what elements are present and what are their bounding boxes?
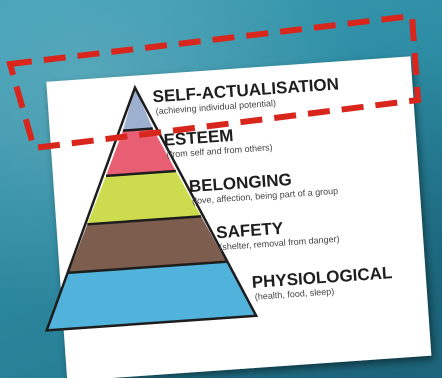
tier-physiological: [46, 261, 257, 331]
tier-belonging: [87, 171, 202, 225]
level-title-safety: SAFETY: [216, 219, 285, 243]
tier-esteem: [106, 128, 176, 176]
tier-self-actualisation: [122, 87, 153, 131]
highlight-box: [6, 12, 422, 152]
tier-safety: [68, 216, 227, 273]
pyramid-outline: [44, 84, 259, 332]
